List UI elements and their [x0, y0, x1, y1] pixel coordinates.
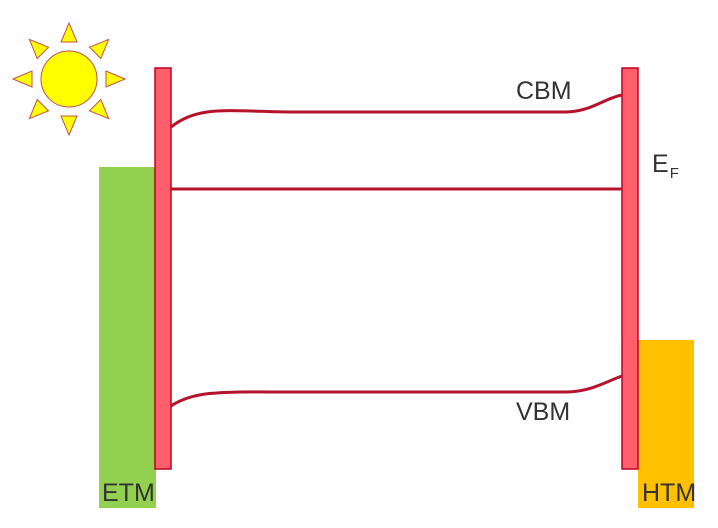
fermi-level-label: EF: [652, 150, 679, 182]
cbm-label: CBM: [516, 77, 572, 105]
vbm-band-line: [170, 374, 623, 408]
sun-icon: [11, 21, 127, 137]
fermi-level-label-subscript: F: [669, 165, 679, 182]
htm-layer: [638, 340, 694, 508]
cbm-band-line: [170, 93, 623, 129]
htm-label: HTM: [642, 479, 697, 507]
fermi-level-label-main: E: [652, 150, 669, 178]
left-interface-bar: [154, 67, 172, 470]
etm-label: ETM: [102, 479, 155, 507]
vbm-label: VBM: [516, 398, 571, 426]
etm-layer: [99, 167, 156, 508]
right-interface-bar: [621, 67, 639, 470]
